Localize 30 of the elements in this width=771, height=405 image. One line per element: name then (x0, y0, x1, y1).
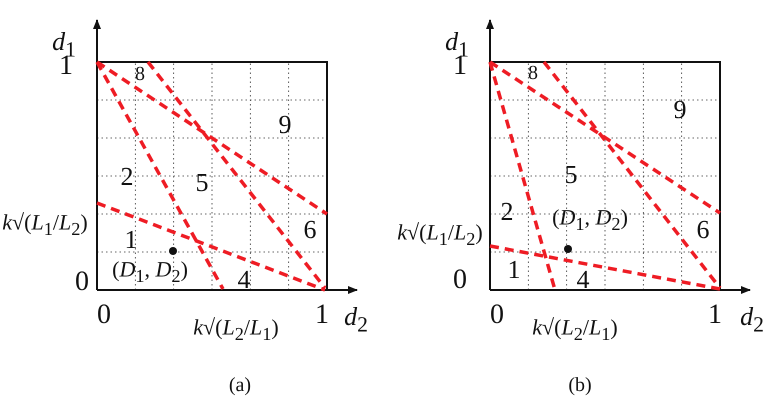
region-number: 2 (120, 164, 134, 190)
region-number: 4 (238, 267, 250, 293)
tick-label: 1 (708, 301, 722, 329)
region-number: 8 (135, 64, 145, 84)
tick-label: 0 (453, 266, 467, 294)
axis-label: d$_{2}$ (740, 304, 764, 336)
region-number: 5 (564, 162, 578, 188)
region-number: 4 (576, 267, 590, 293)
tick-label: k√(L$_{1}$/L$_{2}$) (2, 212, 88, 238)
subfigure-caption: (a) (228, 375, 252, 395)
region-number: 1 (508, 257, 520, 283)
region-number: 1 (124, 227, 138, 253)
tick-label: k√(L$_{2}$/L$_{1}$) (193, 316, 279, 344)
tick-label: 0 (97, 301, 111, 329)
tick-label: k√(L$_{1}$/L$_{2}$) (397, 222, 483, 248)
tick-label: 1 (315, 301, 329, 329)
region-number: 6 (696, 217, 710, 243)
region-number: 8 (528, 63, 538, 83)
region-number: 5 (196, 170, 208, 196)
region-number: 2 (500, 199, 514, 225)
region-number: 9 (278, 112, 292, 138)
subfigure-caption: (b) (568, 375, 592, 395)
tick-label: 0 (75, 268, 89, 296)
region-number: 6 (304, 217, 316, 243)
point-label: (D$_{1}$, D$_{2}$) (552, 206, 628, 234)
tick-label: k√(L$_{2}$/L$_{1}$) (532, 316, 618, 344)
region-number: 9 (674, 97, 686, 123)
tick-label: 0 (490, 301, 504, 329)
axis-label: d$_{2}$ (344, 304, 368, 336)
point-label: (D$_{1}$, D$_{2}$) (112, 258, 188, 286)
